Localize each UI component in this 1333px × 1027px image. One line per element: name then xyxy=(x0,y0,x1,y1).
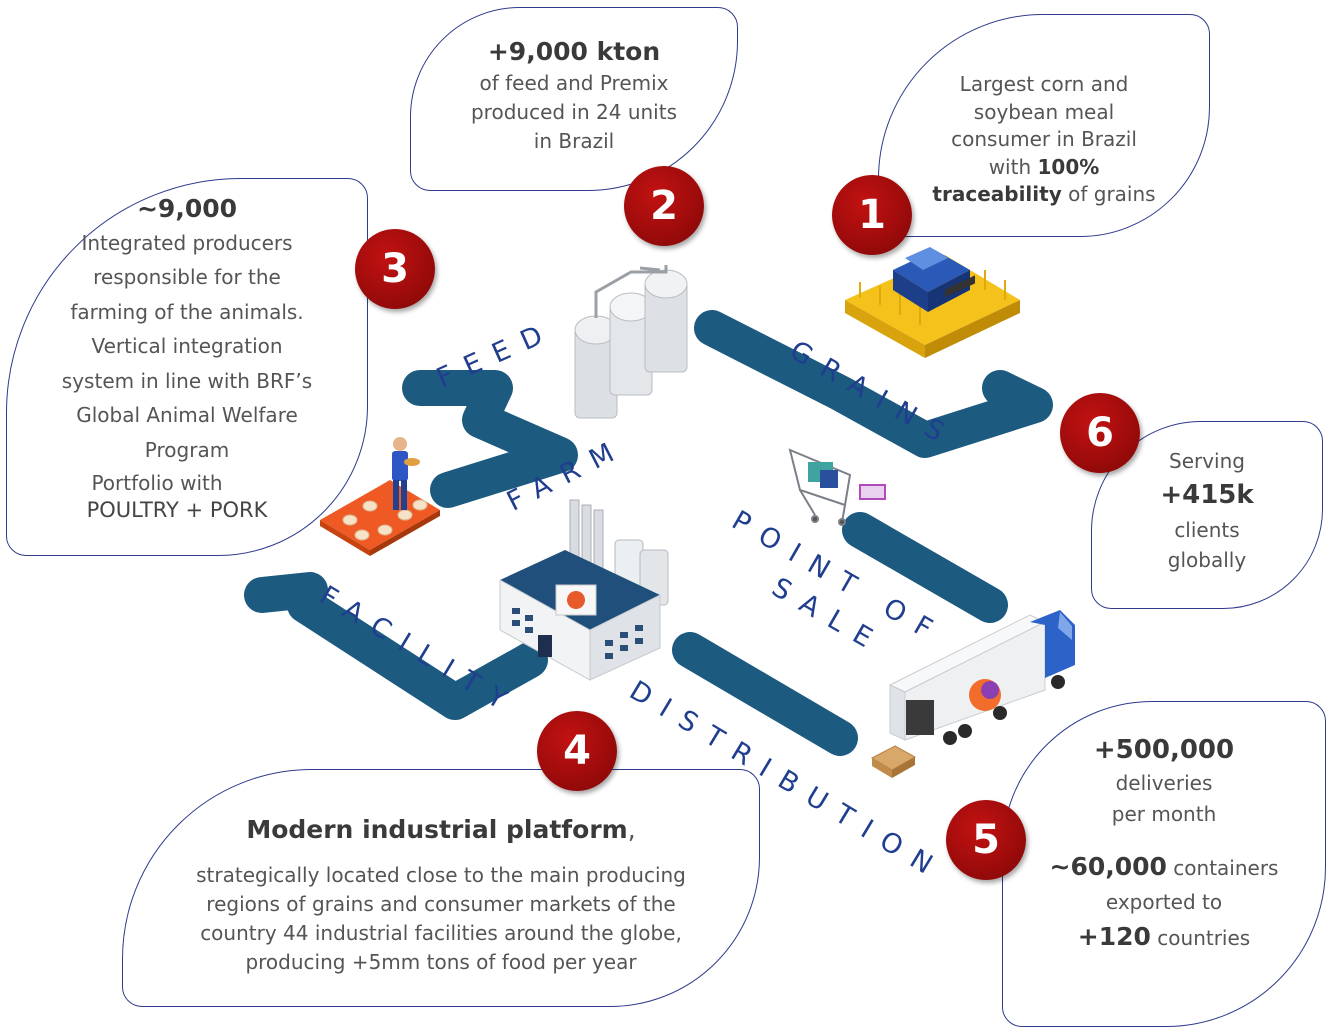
path-grains xyxy=(694,310,1053,458)
shopping-cart-icon xyxy=(788,448,886,526)
box1-line4: with 100% xyxy=(988,154,1100,179)
box6-line1: Serving xyxy=(1169,449,1245,473)
path-distribution xyxy=(672,632,858,756)
box3-line9: POULTRY + PORK xyxy=(86,497,268,522)
box5-headline: +500,000 xyxy=(1093,735,1235,765)
delivery-truck-icon xyxy=(870,610,1075,778)
info-box-farm: ~9,000 Integrated producers responsible … xyxy=(6,178,368,556)
box4-line4: producing +5mm tons of food per year xyxy=(245,949,637,974)
factory-icon xyxy=(499,499,669,681)
box5-line2: per month xyxy=(1111,801,1217,826)
badge-1: 1 xyxy=(832,175,912,255)
box4-headline: Modern industrial platform xyxy=(246,815,628,844)
box1-line1: Largest corn and xyxy=(959,72,1129,96)
badge-4: 4 xyxy=(537,711,617,791)
box5-line3: ~60,000 containers xyxy=(1049,851,1279,881)
box3-line7: Program xyxy=(144,438,230,463)
box5-line5: +120 countries xyxy=(1077,921,1251,951)
box3-line5: system in line with BRF’s xyxy=(61,368,313,393)
path-facility xyxy=(244,572,548,720)
info-box-distribution: +500,000 deliveries per month ~60,000 co… xyxy=(1002,701,1326,1027)
box3-line4: Vertical integration xyxy=(91,334,283,359)
box4-comma: , xyxy=(627,815,636,844)
box3-headline: ~9,000 xyxy=(136,194,238,223)
box5-line1: deliveries xyxy=(1115,770,1213,795)
path-point-of-sale xyxy=(842,512,1008,623)
badge-5: 5 xyxy=(946,800,1026,880)
box4-line2: regions of grains and consumer markets o… xyxy=(206,891,676,916)
box1-line5: traceability of grains xyxy=(932,182,1156,207)
badge-3: 3 xyxy=(355,229,435,309)
box2-line2: produced in 24 units xyxy=(470,99,677,124)
badge-6: 6 xyxy=(1060,393,1140,473)
box4-headline-row: Modern industrial platform, xyxy=(123,814,759,847)
farm-icon xyxy=(320,437,440,556)
box4-line1: strategically located close to the main … xyxy=(196,862,686,887)
box5-line4: exported to xyxy=(1105,889,1223,914)
box3-line6: Global Animal Welfare xyxy=(76,403,298,428)
box6-headline: +415k xyxy=(1160,480,1254,510)
box4-line3: country 44 industrial facilities around … xyxy=(200,920,682,945)
box2-line1: of feed and Premix xyxy=(479,70,669,95)
box6-line2: clients xyxy=(1174,518,1240,542)
box3-line2: responsible for the xyxy=(93,265,281,290)
box1-line2: soybean meal xyxy=(973,99,1115,124)
box3-line3: farming of the animals. xyxy=(70,299,304,324)
pallet-boxes-icon xyxy=(870,745,917,778)
box6-line3: globally xyxy=(1167,548,1247,572)
path-feed xyxy=(402,370,578,508)
feed-silos-icon xyxy=(574,265,688,419)
badge-2: 2 xyxy=(624,166,704,246)
info-box-facility: Modern industrial platform, strategicall… xyxy=(122,769,760,1007)
box3-line8: Portfolio with xyxy=(91,470,223,495)
box2-headline: +9,000 kton xyxy=(487,37,661,66)
box1-line3: consumer in Brazil xyxy=(951,127,1137,152)
box2-line3: in Brazil xyxy=(533,128,615,153)
harvester-icon xyxy=(845,247,1020,358)
box3-line1: Integrated producers xyxy=(81,230,293,255)
